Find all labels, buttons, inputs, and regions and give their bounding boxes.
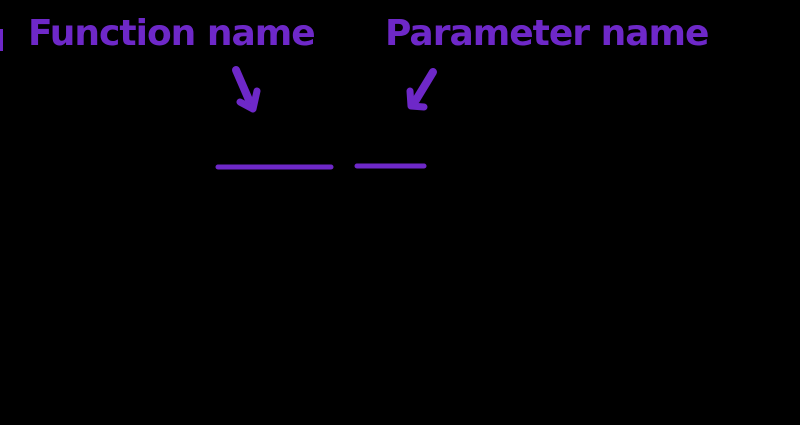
parameter-arrow-shaft — [412, 68, 437, 104]
parameter-name-arrow-icon — [406, 68, 437, 111]
clipped-glyph-fragment — [0, 29, 3, 51]
function-arrow-head — [236, 87, 261, 113]
parameter-arrow-head — [406, 87, 428, 111]
parameter-name-label: Parameter name — [385, 13, 709, 54]
function-name-label: Function name — [28, 13, 316, 54]
function-arrow-shaft — [232, 66, 253, 104]
function-name-arrow-icon — [232, 66, 261, 113]
